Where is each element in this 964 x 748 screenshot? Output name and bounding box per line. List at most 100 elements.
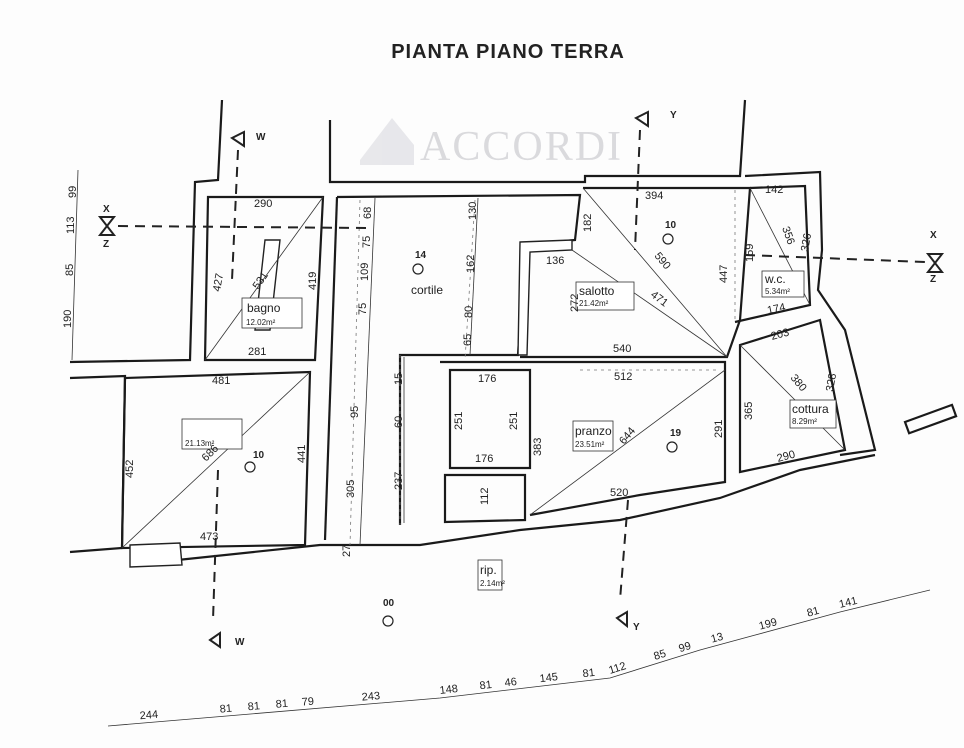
dimension-label: 60 (393, 416, 405, 428)
dimension-label: 244 (139, 709, 158, 722)
dimension-label: pranzo (575, 424, 612, 438)
dimension-label: X (930, 230, 937, 241)
dimension-label: 95 (349, 406, 361, 418)
dimensions-left-column: 99 113 85 190 (62, 169, 79, 361)
dimensions-wc: 142 326 356 159 174 (744, 184, 814, 317)
dimension-label: 99 (677, 640, 692, 655)
dimension-label: 356 (779, 225, 797, 246)
dimension-label: 10 (253, 450, 265, 461)
room-cortile: 14 cortile (411, 250, 443, 297)
dimension-label: 81 (247, 700, 260, 713)
dimension-label: 19 (670, 428, 682, 439)
dimension-label: 644 (617, 425, 638, 447)
dimension-label: 291 (713, 420, 725, 438)
dimension-label: 481 (212, 375, 230, 387)
dimension-label: 471 (648, 289, 670, 310)
dimension-label: 176 (478, 373, 496, 385)
dimension-label: bagno (247, 301, 281, 315)
dimensions-bottom-chain: 244 81 81 81 79 243 148 81 46 145 81 112… (107, 589, 931, 727)
section-marker-y-bottom: Y (615, 610, 640, 633)
dimension-label: 512 (614, 371, 632, 383)
dimension-label: Y (670, 110, 677, 121)
dimension-label: rip. (480, 563, 497, 577)
dimension-label: 176 (475, 453, 493, 465)
dimensions-salotto: 394 182 136 272 590 471 540 447 512 (546, 190, 730, 383)
dimension-label: 81 (582, 667, 596, 680)
dimension-label: cortile (411, 283, 443, 297)
dimension-label: 447 (718, 265, 730, 283)
dimensions-middle-column: 15 60 237 95 305 27 (341, 357, 405, 557)
dimension-label: cottura (792, 402, 829, 416)
dimension-label: 13 (710, 631, 725, 646)
dimension-label: 162 (465, 255, 477, 273)
dimension-label: 81 (219, 703, 232, 716)
dimension-label: 112 (607, 660, 627, 677)
dimension-label: 85 (652, 648, 667, 663)
dimension-label: 251 (508, 412, 520, 430)
dimension-label: 427 (211, 272, 226, 292)
dimension-label: 290 (776, 449, 797, 465)
dimensions-cortile: 68 75 109 75 130 162 80 65 (357, 197, 479, 546)
plan-title: PIANTA PIANO TERRA (391, 41, 625, 63)
dimension-label: 46 (504, 676, 518, 689)
dimension-label: 290 (254, 198, 272, 210)
dimension-label: 81 (806, 605, 821, 620)
dimension-label: 27 (341, 545, 353, 557)
dimension-label: W (256, 132, 266, 143)
dimension-label: W (235, 637, 245, 648)
dimension-label: 2.14m² (480, 579, 505, 588)
dimension-label: 473 (200, 531, 218, 543)
watermark-text: ACCORDI (420, 124, 623, 170)
dimension-label: w.c. (764, 272, 786, 286)
dimension-label: Z (930, 274, 936, 285)
dimension-label: 237 (393, 472, 405, 490)
dimension-label: 113 (65, 216, 77, 234)
dimension-label: 141 (838, 595, 859, 611)
dimension-label: 452 (124, 460, 136, 478)
dimension-label: 148 (439, 683, 459, 697)
dimension-label: 65 (462, 334, 474, 346)
dimension-label: 81 (275, 698, 288, 711)
walls (69, 99, 958, 568)
dimension-label: 81 (479, 679, 493, 692)
dimension-label: 394 (645, 190, 663, 202)
room-cottura: cottura 8.29m² (789, 399, 837, 429)
room-salotto: salotto 21.42m² 10 (575, 220, 677, 311)
dimension-label: 190 (62, 310, 74, 328)
room-bagno: bagno 12.02m² (241, 297, 303, 329)
dimension-label: 14 (415, 250, 427, 261)
room-rip: rip. 2.14m² (477, 559, 505, 591)
dimension-label: 182 (582, 214, 594, 232)
dimension-label: 281 (248, 346, 266, 358)
dimension-label: 305 (345, 480, 357, 498)
dimension-label: 00 (383, 598, 395, 609)
section-marker-xz-left: X Z (97, 204, 117, 250)
dimension-label: 243 (361, 690, 380, 703)
dimension-label: 145 (539, 671, 559, 685)
dimension-label: 380 (788, 372, 809, 394)
dimension-label: 383 (532, 438, 544, 456)
dimension-label: 159 (744, 244, 756, 262)
dimensions-bagno: 290 427 531 419 281 (211, 198, 319, 358)
dimension-label: 520 (610, 487, 628, 499)
dimension-label: Z (103, 239, 109, 250)
room-pranzo: pranzo 23.51m² 19 (572, 420, 682, 453)
section-marker-w-bottom: W (208, 631, 245, 649)
dimension-label: 174 (766, 301, 786, 317)
dimension-label: 79 (301, 696, 314, 709)
section-marker-xz-right: X Z (925, 230, 945, 285)
dimension-label: 130 (467, 202, 479, 220)
diagonals (121, 187, 846, 549)
dimension-label: 328 (824, 372, 839, 392)
dimension-label: salotto (579, 284, 615, 298)
dimension-label: X (103, 204, 110, 215)
dimension-label: 8.29m² (792, 417, 817, 426)
dimension-label: 75 (357, 303, 369, 315)
room-left: 21.13m² 10 (181, 418, 265, 473)
dimension-label: 5.34m² (765, 287, 790, 296)
dimension-label: 142 (765, 184, 783, 196)
dimension-label: 365 (743, 402, 755, 420)
dimension-label: 136 (546, 255, 564, 267)
